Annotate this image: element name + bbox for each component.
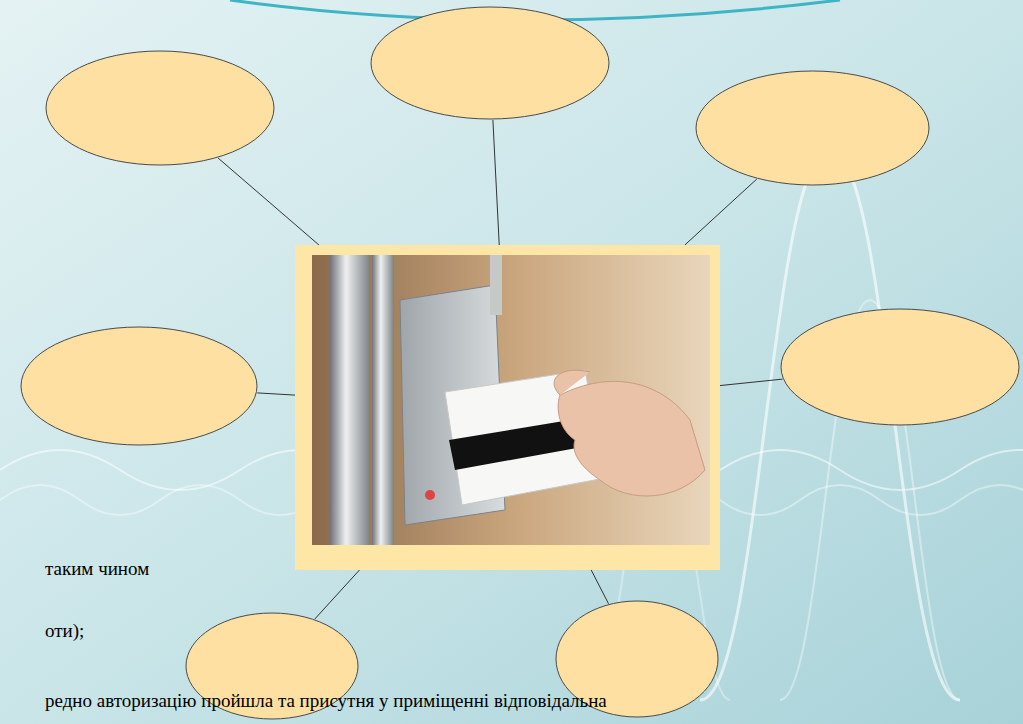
photo-frame bbox=[295, 245, 720, 570]
note-text: таким чином bbox=[45, 558, 149, 580]
ellipse-shape bbox=[21, 327, 257, 445]
ellipse-outline bbox=[45, 50, 275, 166]
ellipse-outline bbox=[370, 6, 610, 120]
connector-stroke bbox=[591, 570, 608, 604]
ellipse-outline bbox=[20, 326, 258, 446]
connector-line bbox=[257, 393, 295, 395]
thumb bbox=[554, 370, 590, 395]
reader-led bbox=[425, 490, 435, 500]
ellipse-outline bbox=[695, 70, 930, 186]
connector-stroke bbox=[218, 158, 319, 245]
idea-ellipse bbox=[45, 50, 275, 166]
ellipse-shape bbox=[371, 7, 609, 119]
connector-line bbox=[315, 570, 360, 619]
connector-line bbox=[218, 158, 319, 245]
connector-line bbox=[493, 120, 499, 245]
reader-mount bbox=[490, 255, 502, 315]
connector-stroke bbox=[493, 120, 499, 245]
idea-ellipse bbox=[370, 6, 610, 120]
connector-line bbox=[685, 179, 757, 245]
connector-line bbox=[591, 570, 608, 604]
photo-background bbox=[312, 255, 710, 545]
ellipse-outline bbox=[780, 308, 1020, 426]
steel-post bbox=[330, 255, 370, 545]
note-text: оти); bbox=[45, 620, 84, 642]
connector-stroke bbox=[685, 179, 757, 245]
idea-ellipse bbox=[780, 308, 1020, 426]
connector-stroke bbox=[315, 570, 360, 619]
ellipse-shape bbox=[46, 51, 274, 165]
idea-ellipse bbox=[695, 70, 930, 186]
central-picture-node bbox=[295, 245, 720, 570]
connector-stroke bbox=[720, 379, 783, 385]
connector-stroke bbox=[257, 393, 295, 395]
idea-ellipse bbox=[20, 326, 258, 446]
note-text: редно авторизацію пройшла та присутня у … bbox=[45, 690, 607, 712]
steel-post bbox=[372, 255, 394, 545]
ellipse-shape bbox=[781, 309, 1019, 425]
connector-line bbox=[720, 379, 783, 385]
ellipse-shape bbox=[696, 71, 929, 185]
wave-peak bbox=[700, 150, 960, 700]
hand bbox=[558, 381, 705, 496]
